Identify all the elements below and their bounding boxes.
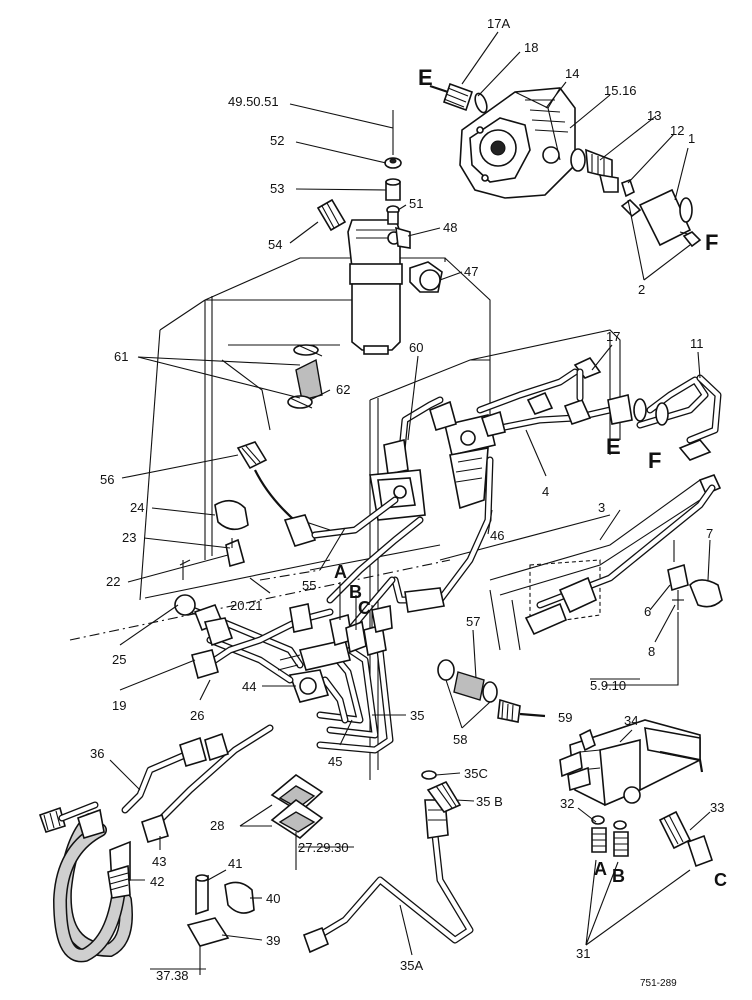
bracket-39-40-41 [186,874,255,975]
label-c-mid: C [358,598,371,618]
label-55: 55 [302,578,316,593]
label-31: 31 [576,946,590,961]
label-17a: 17A [487,16,510,31]
suction-hose-assembly [570,148,702,248]
label-61: 61 [114,349,128,364]
label-15-16: 15.16 [604,83,637,98]
label-6: 6 [644,604,651,619]
label-33: 33 [710,800,724,815]
pipe-3 [524,368,716,636]
control-valve-centre [429,400,506,510]
fitting-35b-35c [421,770,462,813]
pipe-46 [391,456,494,613]
label-3: 3 [598,500,605,515]
label-e-top: E [418,65,433,90]
label-59: 59 [558,710,572,725]
label-24: 24 [130,500,144,515]
label-46: 46 [490,528,504,543]
label-20-21: 20.21 [230,598,263,613]
label-53: 53 [270,181,284,196]
label-13: 13 [647,108,661,123]
label-4: 4 [542,484,549,499]
label-47: 47 [464,264,478,279]
label-58: 58 [453,732,467,747]
label-35a: 35A [400,958,423,973]
label-a-bottom: A [594,859,607,879]
bracket-22-23-24 [214,499,249,568]
tube-56 [236,441,317,547]
hose-43 [52,724,274,963]
label-45: 45 [328,754,342,769]
label-7: 7 [706,526,713,541]
manifold-44 [288,605,393,703]
label-39: 39 [266,933,280,948]
label-18: 18 [524,40,538,55]
pipe-60 [383,396,444,475]
label-b-bottom: B [612,866,625,886]
label-17: 17 [606,329,620,344]
label-f-mid: F [648,448,661,473]
control-valve-34 [559,719,704,807]
hydraulic-pump [459,87,576,199]
label-8: 8 [648,644,655,659]
label-e-mid: E [606,434,621,459]
label-28: 28 [210,818,224,833]
label-41: 41 [228,856,242,871]
bracket-6-7-8 [667,540,723,610]
label-19: 19 [112,698,126,713]
pipe-35a [302,799,474,954]
filter-fittings [316,110,443,293]
label-34: 34 [624,713,638,728]
label-48: 48 [443,220,457,235]
label-44: 44 [242,679,256,694]
leader-lines [109,31,711,956]
label-c-bottom: C [714,870,727,890]
label-b-mid: B [349,582,362,602]
label-60: 60 [409,340,423,355]
drawing-reference: 751-289 [640,978,677,989]
label-f-top: F [705,230,718,255]
label-49-50-51: 49.50.51 [228,94,279,109]
label-51: 51 [409,196,423,211]
clamps-28 [270,774,324,870]
label-35c: 35C [464,766,488,781]
label-22: 22 [106,574,120,589]
pipes-19-20-26 [174,594,334,684]
hose-11 [607,374,722,496]
label-14: 14 [565,66,579,81]
label-26: 26 [190,708,204,723]
label-62: 62 [336,382,350,397]
hose-and-clamps-61-62 [287,344,323,409]
label-57: 57 [466,614,480,629]
label-43: 43 [152,854,166,869]
fittings-31-32-33 [591,810,714,868]
label-35b: 35 B [476,794,503,809]
label-52: 52 [270,133,284,148]
label-36: 36 [90,746,104,761]
part-labels: 17A 18 14 15.16 13 12 1 2 E F 49.50.51 5… [90,16,727,989]
label-23: 23 [122,530,136,545]
pressure-pipe-4 [476,356,614,434]
label-a-mid: A [334,562,347,582]
label-37-38: 37.38 [156,968,189,983]
label-54: 54 [268,237,282,252]
label-56: 56 [100,472,114,487]
label-32: 32 [560,796,574,811]
label-5-9-10: 5.9.10 [590,678,626,693]
hydraulic-filter [347,219,411,355]
label-42: 42 [150,874,164,889]
pump-inlet-fitting [429,82,488,114]
label-2: 2 [638,282,645,297]
label-25: 25 [112,652,126,667]
label-35: 35 [410,708,424,723]
fitting-42 [107,840,131,899]
fittings-57-58-59 [437,659,546,723]
label-1: 1 [688,131,695,146]
label-12: 12 [670,123,684,138]
label-40: 40 [266,891,280,906]
label-11: 11 [690,336,704,351]
